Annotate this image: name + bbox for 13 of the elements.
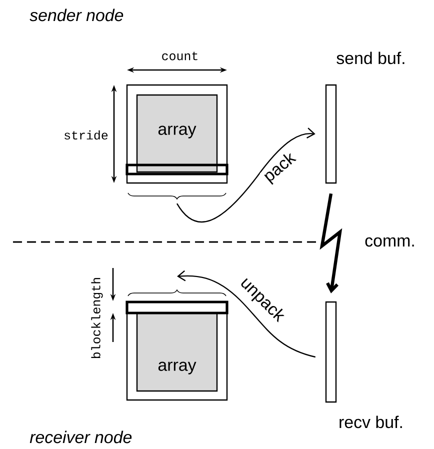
edge-label: comm. <box>365 237 414 247</box>
text-label: count <box>162 52 198 60</box>
array-box: array <box>126 84 228 184</box>
text-label: stride <box>64 130 108 140</box>
arrow <box>177 270 316 358</box>
text-label: sender node <box>30 8 124 22</box>
arrow <box>176 128 316 223</box>
buffer-label: send buf. <box>336 52 404 64</box>
array-box: array <box>126 300 228 401</box>
text-label: blocklength <box>91 278 103 358</box>
text-label: receiver node <box>30 430 132 444</box>
buffer-label: recv buf. <box>340 416 402 428</box>
arrow <box>320 193 342 294</box>
